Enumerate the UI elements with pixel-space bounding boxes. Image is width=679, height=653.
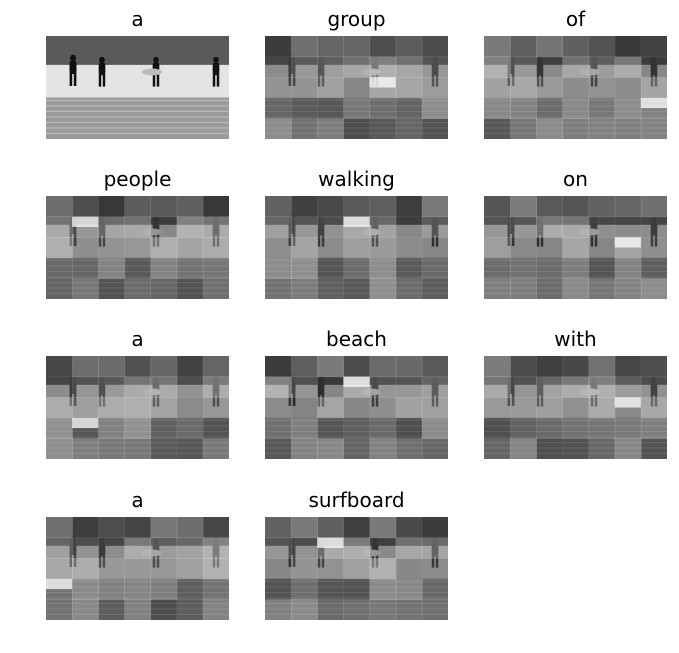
caption-word: with	[554, 327, 597, 351]
person-silhouette	[212, 216, 220, 247]
beach-photo	[46, 356, 229, 459]
person-silhouette	[288, 535, 296, 567]
person-silhouette	[69, 54, 77, 86]
beach-photo	[484, 196, 667, 299]
person-silhouette	[212, 537, 220, 568]
person-silhouette	[650, 56, 658, 87]
surfboard-shape	[142, 388, 162, 396]
caption-word: of	[565, 7, 586, 31]
person-silhouette	[288, 374, 296, 406]
person-silhouette	[536, 216, 544, 247]
person-silhouette	[317, 216, 325, 247]
surfboard-shape	[580, 68, 600, 76]
surfboard-shape	[361, 68, 381, 76]
surfboard-shape	[361, 228, 381, 236]
person-silhouette	[431, 537, 439, 568]
surfboard-shape	[142, 68, 162, 76]
person-silhouette	[69, 535, 77, 567]
person-silhouette	[69, 374, 77, 406]
person-silhouette	[431, 56, 439, 87]
caption-word: a	[131, 488, 144, 512]
caption-word: people	[103, 167, 172, 191]
person-silhouette	[98, 537, 106, 568]
person-silhouette	[212, 376, 220, 407]
surfboard-shape	[142, 549, 162, 557]
beach-photo	[265, 356, 448, 459]
surfboard-shape	[580, 388, 600, 396]
person-silhouette	[431, 216, 439, 247]
person-silhouette	[650, 216, 658, 247]
beach-photo	[46, 196, 229, 299]
person-silhouette	[98, 56, 106, 87]
person-silhouette	[507, 214, 515, 246]
caption-word: on	[563, 167, 588, 191]
person-silhouette	[212, 56, 220, 87]
person-silhouette	[98, 216, 106, 247]
person-silhouette	[507, 374, 515, 406]
person-silhouette	[536, 376, 544, 407]
caption-word: a	[131, 7, 144, 31]
person-silhouette	[98, 376, 106, 407]
person-silhouette	[288, 54, 296, 86]
beach-photo	[46, 36, 229, 139]
beach-photo	[46, 517, 229, 620]
surfboard-shape	[142, 228, 162, 236]
beach-photo	[484, 36, 667, 139]
person-silhouette	[536, 56, 544, 87]
beach-photo	[265, 517, 448, 620]
person-silhouette	[317, 56, 325, 87]
caption-word: walking	[318, 167, 395, 191]
caption-word: beach	[326, 327, 387, 351]
caption-word: group	[327, 7, 386, 31]
surfboard-shape	[361, 549, 381, 557]
beach-photo	[265, 196, 448, 299]
person-silhouette	[507, 54, 515, 86]
person-silhouette	[431, 376, 439, 407]
beach-photo	[265, 36, 448, 139]
surfboard-shape	[361, 388, 381, 396]
surfboard-shape	[580, 228, 600, 236]
caption-word: a	[131, 327, 144, 351]
caption-word: surfboard	[308, 488, 405, 512]
beach-photo	[484, 356, 667, 459]
person-silhouette	[650, 376, 658, 407]
person-silhouette	[288, 214, 296, 246]
person-silhouette	[317, 376, 325, 407]
